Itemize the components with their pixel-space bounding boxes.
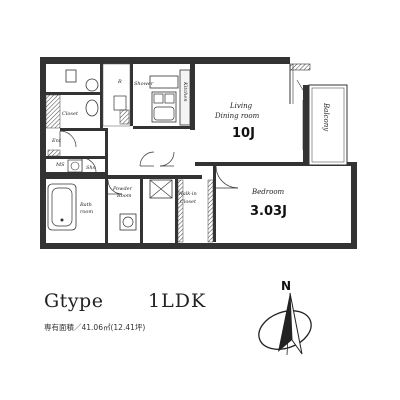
shower-fixtures	[65, 63, 131, 127]
bedroom-label: Bedroom	[252, 188, 285, 196]
balcony-label: Balcony	[322, 103, 330, 132]
inner-walls	[46, 60, 357, 243]
closet-label: Closet	[62, 111, 78, 117]
entry-label: Ent	[52, 138, 61, 144]
balcony-area	[308, 84, 348, 166]
north-compass	[258, 292, 312, 356]
shower-label: Shower	[134, 81, 154, 87]
entry-closet	[45, 94, 61, 157]
refrigerator-label: R	[118, 79, 122, 85]
powder-label-2: Room	[117, 193, 132, 199]
bath-label-1: Bath	[80, 202, 92, 208]
living-label-2: Dining room	[215, 112, 260, 120]
living-label-1: Living	[230, 102, 253, 110]
bathtub	[47, 183, 77, 231]
door-swings	[59, 130, 239, 195]
kitchen-label: Kitchen	[182, 82, 188, 102]
kitchen-counter	[149, 69, 191, 126]
walkin-label-1: Walk-in	[178, 191, 197, 197]
ms-label: MS	[56, 162, 65, 168]
north-label: N	[281, 279, 292, 293]
walkin-label-2: Closet	[180, 199, 196, 205]
bedroom-size: 3.03J	[250, 204, 287, 219]
living-windows	[289, 64, 310, 150]
powder-sink	[119, 213, 137, 231]
unit-type: Gtype	[44, 290, 104, 312]
powder-label-1: Powder	[113, 186, 133, 192]
shoes-label: Shs	[86, 165, 96, 171]
walkin-door-box	[149, 179, 173, 199]
outer-walls	[40, 57, 357, 249]
unit-layout: 1LDK	[148, 290, 207, 312]
walkin-closet-shelf	[177, 179, 214, 243]
living-size: 10J	[232, 126, 255, 141]
bath-label-2: room	[80, 209, 94, 215]
unit-area: 専有面積／41.06㎡(12.41坪)	[44, 323, 146, 332]
washing-machine	[67, 159, 83, 173]
